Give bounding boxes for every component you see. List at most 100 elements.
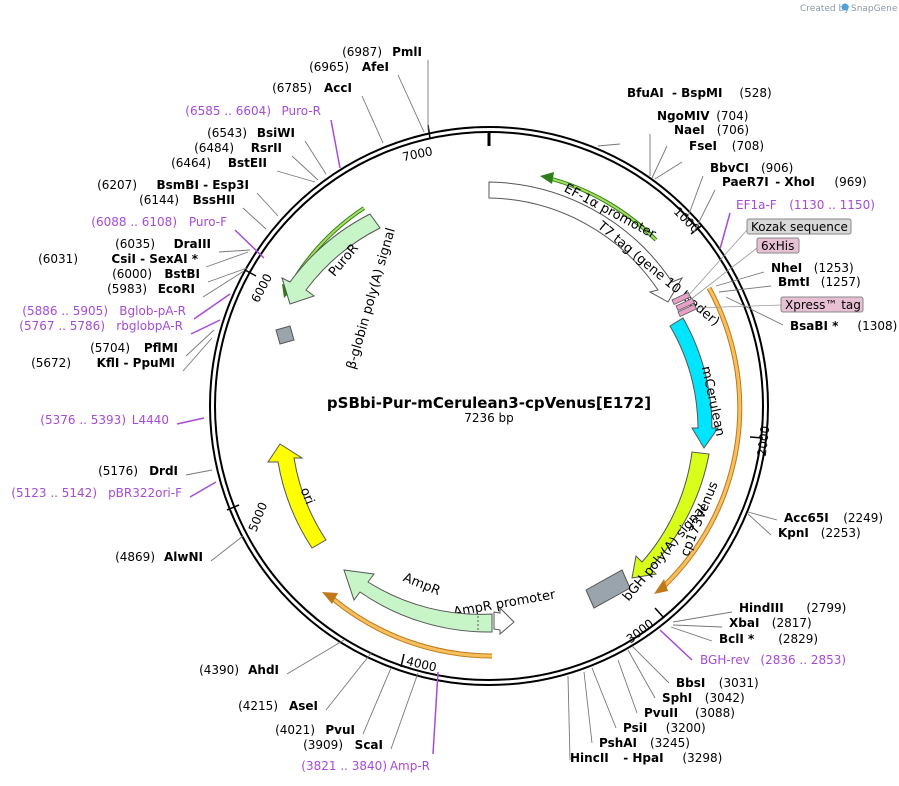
site-scai[interactable]: ScaI(3909)	[303, 738, 383, 752]
site-csii[interactable]: CsiI - SexAI *(6031)	[38, 252, 199, 266]
svg-text:(1308): (1308)	[857, 319, 897, 333]
site-leader-kpni	[747, 513, 772, 536]
svg-text:(4390): (4390)	[199, 663, 239, 677]
site-leader-pvui	[362, 667, 392, 735]
site-hincii[interactable]: HincII- HpaI(3298)	[570, 751, 722, 765]
site-bsshii[interactable]: BssHII(6144)	[139, 193, 235, 207]
site-pshai[interactable]: PshAI(3245)	[599, 736, 690, 750]
site-drdi[interactable]: DrdI(5176)	[98, 464, 178, 478]
svg-text:DraIII: DraIII	[174, 237, 211, 251]
site-kpni[interactable]: KpnI(2253)	[778, 526, 861, 540]
svg-text:(528): (528)	[739, 86, 771, 100]
primer-ampr[interactable]: Amp-R(3821 .. 3840)	[301, 759, 430, 773]
label-kozak: Kozak sequence	[751, 220, 848, 234]
svg-text:(2253): (2253)	[821, 526, 861, 540]
site-xbai[interactable]: XbaI(2817)	[729, 616, 812, 630]
site-leader-asei	[325, 651, 373, 711]
site-alwni[interactable]: AlwNI(4869)	[115, 550, 203, 564]
svg-text:KflI - PpuMI: KflI - PpuMI	[97, 356, 175, 370]
site-leader-bstbi	[207, 267, 248, 283]
site-leader-alwni	[210, 535, 244, 562]
primer-ef1af[interactable]: EF1a-F(1130 .. 1150)	[736, 198, 875, 212]
svg-text:(3200): (3200)	[666, 721, 706, 735]
site-hindiii[interactable]: HindIII(2799)	[739, 601, 846, 615]
site-kfli[interactable]: KflI - PpuMI(5672)	[31, 356, 175, 370]
site-asei[interactable]: AseI(4215)	[238, 699, 318, 713]
site-paer7i[interactable]: PaeR7I- XhoI(969)	[722, 175, 867, 189]
site-ngomiv[interactable]: NgoMIV(704)	[657, 109, 748, 123]
primer-leader-pbr322orif	[189, 481, 217, 498]
primer-leader-bglobpar	[193, 293, 231, 320]
site-psii[interactable]: PsiI(3200)	[623, 721, 706, 735]
svg-text:(5886 .. 5905): (5886 .. 5905)	[22, 304, 108, 318]
svg-text:PshAI: PshAI	[599, 736, 637, 750]
label-6xhis: 6xHis	[761, 239, 794, 253]
site-bsteii[interactable]: BstEII(6464)	[171, 156, 267, 170]
site-acci[interactable]: AccI(6785)	[272, 81, 352, 95]
site-pvuii[interactable]: PvuII(3088)	[644, 706, 735, 720]
site-bstbi[interactable]: BstBI(6000)	[112, 267, 200, 281]
site-fsei[interactable]: FseI(708)	[689, 139, 764, 153]
svg-text:BfuAI: BfuAI	[627, 86, 664, 100]
svg-text:(5376 .. 5393): (5376 .. 5393)	[40, 413, 126, 427]
site-pflmi[interactable]: PflMI(5704)	[90, 341, 178, 355]
svg-text:(6088 .. 6108): (6088 .. 6108)	[91, 215, 177, 229]
site-bsmbi[interactable]: BsmBI - Esp3I(6207)	[97, 178, 249, 192]
site-leader-nhei	[715, 271, 765, 287]
svg-text:(5983): (5983)	[107, 282, 147, 296]
svg-text:NheI: NheI	[771, 261, 802, 275]
primer-puror[interactable]: Puro-R(6585 .. 6604)	[185, 104, 321, 118]
site-bsiwi[interactable]: BsiWI(6543)	[207, 126, 295, 140]
svg-text:(6987): (6987)	[342, 45, 382, 59]
site-ahdi[interactable]: AhdI(4390)	[199, 663, 279, 677]
svg-text:BsiWI: BsiWI	[257, 126, 295, 140]
primer-leader-bghrev	[659, 629, 693, 661]
site-draiii[interactable]: DraIII(6035)	[115, 237, 211, 251]
feature-cpvenus	[631, 451, 710, 579]
kozak-box	[746, 218, 852, 235]
primer-l4440[interactable]: L4440(5376 .. 5393)	[40, 413, 169, 427]
primer-leader-ampr	[432, 671, 439, 755]
svg-text:PmlI: PmlI	[392, 45, 422, 59]
site-bcli[interactable]: BclI *(2829)	[719, 632, 818, 646]
svg-text:(1253): (1253)	[814, 261, 854, 275]
site-leader-bsabi	[725, 296, 784, 326]
svg-text:(969): (969)	[834, 175, 866, 189]
site-acc65i[interactable]: Acc65I(2249)	[784, 511, 883, 525]
svg-text:BsaBI *: BsaBI *	[790, 319, 839, 333]
svg-text:AfeI: AfeI	[362, 60, 389, 74]
site-sphi[interactable]: SphI(3042)	[662, 691, 745, 705]
site-bsabi[interactable]: BsaBI * (1308)	[790, 319, 897, 333]
site-pmli[interactable]: PmlI (6987)	[342, 45, 422, 59]
svg-text:SphI: SphI	[662, 691, 692, 705]
site-rsrii[interactable]: RsrII(6484)	[194, 141, 282, 155]
site-bbsi[interactable]: BbsI(3031)	[676, 676, 759, 690]
site-bmti[interactable]: BmtI(1257)	[778, 275, 861, 289]
site-nhei[interactable]: NheI (1253)	[771, 261, 854, 275]
site-leader-bbvci	[685, 175, 704, 223]
svg-text:PaeR7I: PaeR7I	[722, 175, 769, 189]
primer-bglobpar[interactable]: Bglob-pA-R(5886 .. 5905)	[22, 304, 186, 318]
site-bfuai[interactable]: BfuAI- BspMI(528)	[627, 86, 772, 100]
site-bbvci[interactable]: BbvCI(906)	[710, 161, 793, 175]
plasmid-length: 7236 bp	[464, 411, 514, 425]
svg-text:(5704): (5704)	[90, 341, 130, 355]
primer-pbr322orif[interactable]: pBR322ori-F(5123 .. 5142)	[11, 486, 182, 500]
left-site-labels: PmlI (6987)AfeI(6965) AccI(6785) Puro-R(658…	[11, 45, 439, 773]
svg-text:- HpaI: - HpaI	[623, 751, 663, 765]
site-naei[interactable]: NaeI(706)	[674, 123, 749, 137]
svg-text:RsrII: RsrII	[251, 141, 282, 155]
svg-text:NaeI: NaeI	[674, 123, 705, 137]
site-pvui[interactable]: PvuI(4021)	[275, 723, 355, 737]
primer-purof[interactable]: Puro-F(6088 .. 6108)	[91, 215, 227, 229]
site-afei[interactable]: AfeI(6965)	[309, 60, 389, 74]
primer-rbglobpar[interactable]: rbglobpA-R(5767 .. 5786)	[19, 319, 183, 333]
primer-bghrev[interactable]: BGH-rev(2836 .. 2853)	[700, 653, 846, 667]
site-leader-afei	[397, 74, 425, 133]
svg-text:(4021): (4021)	[275, 723, 315, 737]
svg-text:PvuII: PvuII	[644, 706, 678, 720]
feature-mcerulean	[669, 317, 719, 449]
feature-ef1a-promoter	[488, 181, 684, 303]
site-ecori[interactable]: EcoRI(5983)	[107, 282, 195, 296]
feature-bglobin-polya	[275, 325, 295, 345]
